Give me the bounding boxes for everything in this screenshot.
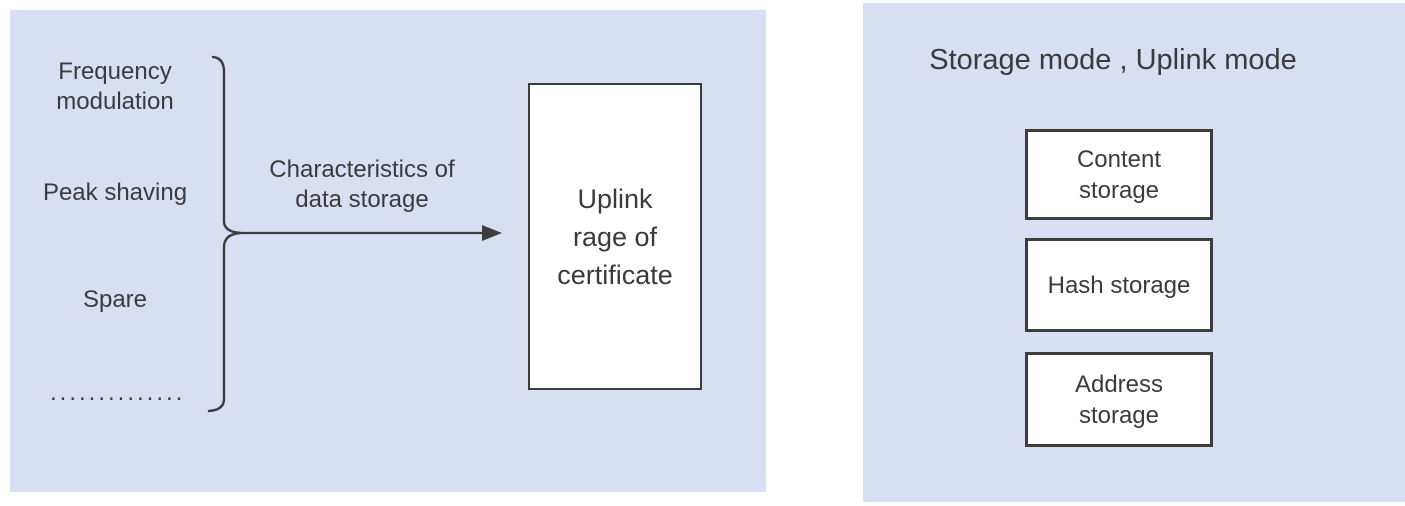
curly-brace-icon — [207, 55, 242, 413]
arrow-label: Characteristics of data storage — [269, 156, 455, 213]
right-panel-title: Storage mode , Uplink mode — [929, 44, 1297, 76]
right-panel: Storage mode , Uplink mode Content stora… — [863, 3, 1405, 502]
source-item-ellipsis: .............. — [50, 379, 186, 406]
left-panel: Frequency modulation Peak shaving Spare … — [10, 10, 766, 492]
source-item-spare: Spare — [82, 286, 148, 313]
right-arrow-head-icon — [482, 225, 502, 241]
source-item-frequency-modulation: Frequency modulation — [56, 58, 174, 115]
content-storage-box: Content storage — [1025, 129, 1213, 220]
source-item-peak-shaving: Peak shaving — [42, 179, 188, 206]
address-storage-box: Address storage — [1025, 352, 1213, 447]
uplink-rage-of-certificate-box: Uplink rage of certificate — [528, 83, 702, 390]
hash-storage-box: Hash storage — [1025, 238, 1213, 332]
